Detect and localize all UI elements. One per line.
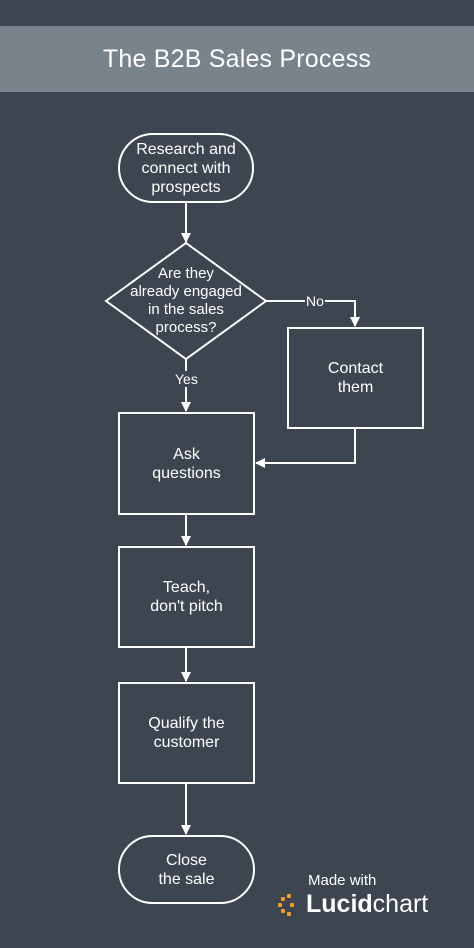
node-ask: Ask questions [118, 412, 255, 515]
made-with-lucidchart: Made with Lucidchart [278, 870, 448, 922]
lucidchart-logo-icon [278, 894, 294, 916]
page-title: The B2B Sales Process [102, 44, 372, 73]
arrow-no-to-contact [266, 300, 360, 327]
edge-label-no: No [305, 293, 325, 309]
node-contact: Contact them [287, 327, 424, 429]
made-with-text: Made with [308, 872, 377, 889]
node-teach: Teach, don't pitch [118, 546, 255, 648]
arrow-contact-to-ask [255, 429, 356, 468]
node-qualify: Qualify the customer [118, 682, 255, 784]
node-research: Research and connect with prospects [118, 133, 254, 203]
lucidchart-wordmark: Lucidchart [306, 890, 429, 918]
top-band [0, 0, 474, 26]
edge-label-yes: Yes [174, 371, 199, 387]
node-close: Close the sale [118, 835, 255, 904]
node-decision-label: Are they already engaged in the sales pr… [130, 265, 242, 336]
title-bar: The B2B Sales Process [0, 26, 474, 92]
